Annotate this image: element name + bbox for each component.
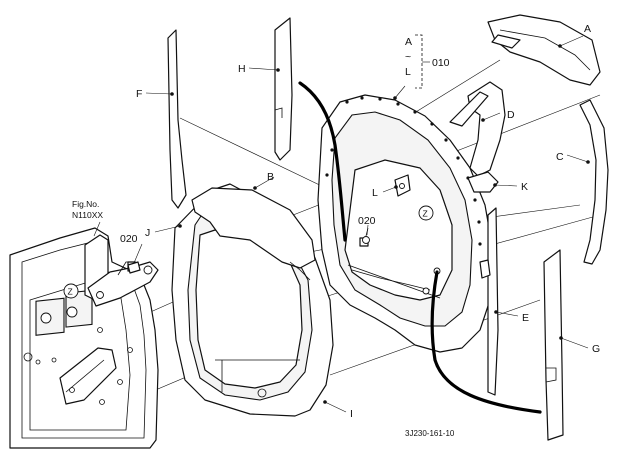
- callout-g: G: [592, 343, 600, 355]
- svg-text:Z: Z: [68, 287, 73, 297]
- part-k-bracket: [467, 171, 499, 193]
- code-020-center: 020: [358, 215, 376, 227]
- leader-dots: [170, 44, 590, 404]
- callout-h: H: [238, 63, 246, 75]
- part-d-panel: [449, 81, 506, 177]
- leader-lines: [93, 35, 589, 413]
- callout-labels: A B C D E F G H I J K L: [136, 23, 600, 420]
- callout-d: D: [507, 109, 515, 121]
- range-code: 010: [432, 57, 450, 69]
- housing-shell: [317, 94, 493, 353]
- fasteners-020: [127, 227, 370, 274]
- part-g-strip: [543, 249, 564, 441]
- z-marker-center: Z: [418, 205, 434, 221]
- cables: [298, 81, 542, 414]
- part-h-strip: [274, 17, 293, 161]
- part-c-panel: [579, 99, 609, 265]
- code-020-left: 020: [120, 233, 138, 245]
- fig-ref-line1: Fig.No.: [72, 199, 99, 209]
- part-f-strip: [167, 29, 187, 209]
- callout-f: F: [136, 88, 142, 100]
- callout-b: B: [267, 171, 274, 183]
- callout-j: J: [145, 227, 150, 239]
- range-bracket: [415, 34, 430, 89]
- drawing-number: 3J230-161-10: [405, 429, 455, 438]
- range-end: L: [405, 66, 411, 78]
- fig-ref-line2: N110XX: [72, 210, 103, 220]
- part-e-strip: [479, 207, 499, 396]
- range-label: A ~ L 010: [405, 36, 450, 78]
- range-start: A: [405, 36, 412, 48]
- z-marker-left: Z: [63, 283, 79, 299]
- part-b-panel: [191, 187, 316, 281]
- callout-i: I: [350, 408, 353, 420]
- svg-text:Z: Z: [423, 209, 428, 219]
- range-tilde: ~: [405, 51, 411, 63]
- callout-e: E: [522, 312, 529, 324]
- callout-a: A: [584, 23, 591, 35]
- callout-l: L: [372, 187, 378, 199]
- callout-c: C: [556, 151, 564, 163]
- callout-k: K: [521, 181, 528, 193]
- left-panel-assembly: [9, 227, 159, 449]
